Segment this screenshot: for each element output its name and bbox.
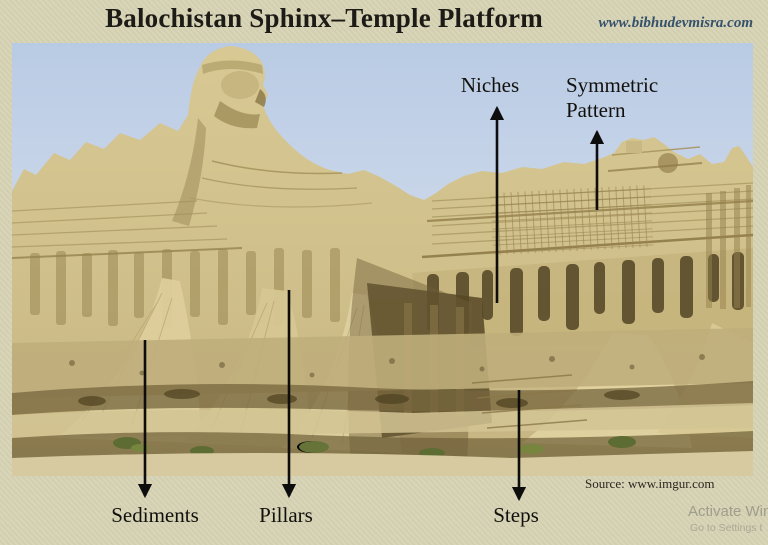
activate-windows-watermark: Activate Win — [688, 503, 768, 520]
steps-texture — [471, 374, 588, 429]
niches-dark — [427, 252, 744, 336]
website-credit: www.bibhudevmisra.com — [598, 15, 753, 31]
label-symmetric-pattern: Symmetric Pattern — [566, 73, 659, 122]
label-sediments: Sediments — [111, 503, 199, 527]
light-ledge — [12, 403, 753, 438]
rubble-band — [12, 328, 753, 398]
castle-outcrop — [607, 141, 703, 173]
pillar-shadows — [30, 248, 340, 327]
foreground — [12, 451, 753, 476]
page-title: Balochistan Sphinx–Temple Platform — [105, 3, 543, 33]
rock-formation-photo — [12, 43, 753, 476]
rubble-dots — [69, 354, 705, 378]
go-to-settings-watermark: Go to Settings t — [690, 522, 763, 534]
label-steps: Steps — [493, 503, 539, 527]
label-pillars: Pillars — [259, 503, 313, 527]
left-strata — [12, 200, 228, 248]
sphinx-detail — [172, 60, 373, 226]
symmetric-pattern-texture — [490, 184, 654, 256]
label-niches: Niches — [460, 73, 520, 97]
source-credit: Source: www.imgur.com — [585, 476, 715, 491]
photograph — [12, 43, 753, 476]
right-columns — [706, 185, 751, 309]
vegetation — [113, 436, 636, 458]
